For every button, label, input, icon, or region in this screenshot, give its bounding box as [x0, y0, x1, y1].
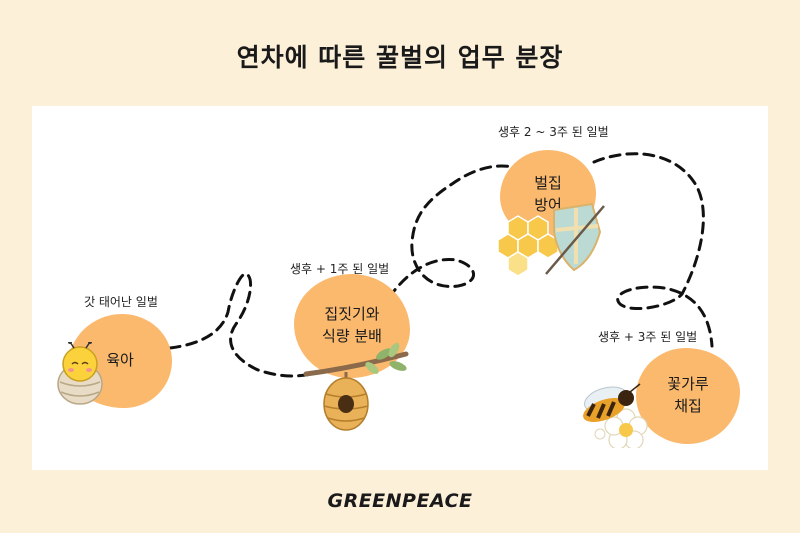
- stage-3-task-line-1: 벌집: [534, 174, 562, 193]
- flight-path: [168, 152, 714, 378]
- bee-flower-icon: [583, 383, 648, 448]
- stage-4-task-bubble: 꽃가루 채집: [636, 348, 740, 444]
- stage-2-task-bubble: 집짓기와 식량 분배: [294, 274, 410, 378]
- stage-1-age-label: 갓 태어난 일벌: [84, 295, 158, 309]
- diagram-panel: 갓 태어난 일벌 육아 생후 + 1주 된 일벌 집짓기와 식량 분배: [32, 106, 768, 470]
- page-title: 연차에 따른 꿀벌의 업무 분장: [236, 43, 564, 72]
- stage-4-task-line-2: 채집: [674, 397, 702, 415]
- honeycomb-shield-icon: [497, 202, 605, 276]
- greenpeace-logo: GREENPEACE: [327, 490, 473, 512]
- stage-4-task-line-1: 꽃가루: [667, 375, 709, 394]
- stage-2-task-line-1: 집짓기와: [324, 305, 380, 324]
- stage-1-task-line-1: 육아: [106, 351, 134, 370]
- stage-2-age-label: 생후 + 1주 된 일벌: [290, 262, 390, 276]
- stage-4-age-label: 생후 + 3주 된 일벌: [598, 330, 698, 344]
- beehive-icon: [303, 342, 409, 431]
- baby-bee-icon: [57, 342, 103, 405]
- stage-2-task-line-2: 식량 분배: [322, 327, 382, 345]
- stage-3-age-label: 생후 2 ~ 3주 된 일벌: [498, 125, 609, 139]
